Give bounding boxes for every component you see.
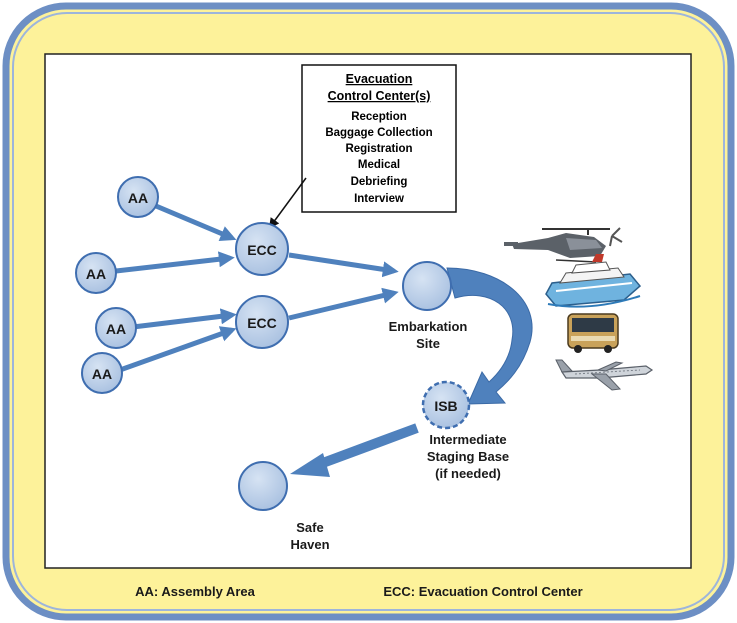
ecc-box-item-registration: Registration	[345, 143, 412, 155]
aa-node-1: AA	[117, 176, 159, 218]
helicopter-icon	[504, 227, 623, 263]
embarkation-node	[402, 261, 452, 311]
bus-icon	[567, 313, 619, 353]
ecc-node-1: ECC	[235, 222, 289, 276]
outer-frame-inner-line	[12, 12, 725, 611]
flow-arrows	[115, 203, 399, 373]
isb-node: ISB	[421, 380, 471, 430]
safe-haven-caption-line2: Haven	[290, 537, 329, 552]
embarkation-caption-line1: Embarkation	[389, 319, 468, 334]
ecc-node-2: ECC	[235, 295, 289, 349]
arrow-aa4-to-ecc2	[119, 326, 237, 373]
aa-node-3-label: AA	[106, 321, 126, 337]
isb-caption-line2: Staging Base	[427, 449, 509, 464]
arrow-aa3-to-ecc2	[132, 308, 237, 330]
arrow-ecc1-to-embarkation	[288, 252, 399, 278]
isb-caption-line3: (if needed)	[435, 466, 501, 481]
ecc-box-title-line2: Control Center(s)	[328, 89, 431, 103]
arrow-isb-to-safe-haven	[290, 423, 419, 477]
ecc-box-item-reception: Reception	[351, 111, 407, 123]
arrow-ecc2-to-embarkation	[288, 287, 399, 321]
isb-caption-line1: Intermediate	[429, 432, 506, 447]
ecc-info-box: Evacuation Control Center(s) Reception B…	[301, 64, 457, 213]
safe-haven-caption-line1: Safe	[296, 520, 323, 535]
embarkation-caption-line2: Site	[416, 336, 440, 351]
arrow-aa2-to-ecc1	[115, 251, 235, 274]
aa-node-2-label: AA	[86, 266, 106, 282]
ecc-node-1-label: ECC	[247, 242, 277, 258]
aa-node-3: AA	[95, 307, 137, 349]
legend-ecc: ECC: Evacuation Control Center	[383, 584, 582, 599]
isb-node-label: ISB	[434, 398, 457, 414]
curved-arrow-embarkation-to-isb	[446, 267, 533, 405]
safe-haven-node	[238, 461, 288, 511]
ecc-box-item-interview: Interview	[354, 193, 404, 205]
ecc-box-item-baggage: Baggage Collection	[325, 127, 432, 139]
aa-node-4: AA	[81, 352, 123, 394]
legend-bar	[45, 575, 691, 601]
ecc-node-2-label: ECC	[247, 315, 277, 331]
aa-node-4-label: AA	[92, 366, 112, 382]
ecc-box-title-line1: Evacuation	[346, 72, 413, 86]
legend-aa: AA: Assembly Area	[135, 584, 255, 599]
aa-node-1-label: AA	[128, 190, 148, 206]
arrow-aa1-to-ecc1	[155, 203, 237, 242]
ecc-callout-arrow	[268, 177, 307, 229]
ecc-box-item-medical: Medical	[358, 159, 400, 171]
ecc-box-item-debriefing: Debriefing	[351, 176, 408, 188]
ship-icon	[545, 254, 642, 308]
aa-node-2: AA	[75, 252, 117, 294]
airplane-icon	[555, 359, 654, 391]
